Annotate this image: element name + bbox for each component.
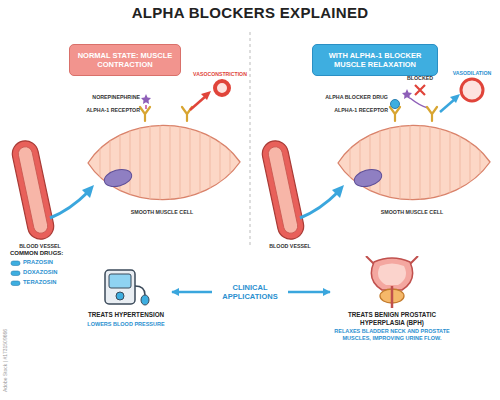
dilated-vessel-icon [461,79,483,101]
application-card: TREATS BENIGN PROSTATIC HYPERPLASIA (BPH… [330,256,454,341]
state-label: BLOCKED [407,76,433,81]
applications-hub: CLINICAL APPLICATIONS [212,281,288,303]
drug-name: DOXAZOSIN [23,270,57,276]
alpha-receptor [427,107,437,121]
constricted-vessel-icon [215,81,229,95]
prostate-icon [391,286,394,308]
effect-label: VASOCONSTRICTION [193,72,247,77]
state-header: NORMAL STATE: MUSCLE CONTRACTION [69,44,181,76]
list-heading: COMMON DRUGS: [10,250,63,256]
blocked-path [410,98,428,108]
blood-pressure-monitor-icon [101,266,151,308]
header-text: WITH ALPHA-1 BLOCKER MUSCLE RELAXATION [317,51,433,69]
hub-text: CLINICAL APPLICATIONS [216,283,284,301]
right-panel-art [260,110,490,242]
part-label: ALPHA-1 RECEPTOR [86,108,140,113]
norepinephrine-molecule [141,94,151,104]
application-title: TREATS HYPERTENSION [84,311,168,319]
prostate-icon [362,256,422,308]
blood-pressure-monitor-icon [116,292,124,300]
signal-arrowhead [201,91,211,100]
panel-divider [250,32,251,245]
part-label: ALPHA-1 RECEPTOR [334,108,388,113]
alpha-receptor [140,107,150,121]
part-label: ALPHA BLOCKER DRUG [325,95,388,100]
drug-name: PRAZOSIN [23,260,53,266]
application-title: TREATS BENIGN PROSTATIC HYPERPLASIA (BPH… [334,311,450,326]
pill-icon [11,271,20,276]
pill-icon [11,261,20,266]
part-label: SMOOTH MUSCLE CELL [131,210,193,215]
part-label: BLOOD VESSEL [269,244,311,249]
signal-arrowhead [450,94,460,103]
effect-label: VASODILATION [453,71,491,76]
part-label: SMOOTH MUSCLE CELL [381,210,443,215]
blood-pressure-monitor-icon [141,295,149,305]
application-detail: LOWERS BLOOD PRESSURE [84,321,168,328]
diagram-title: ALPHA BLOCKERS EXPLAINED [0,5,500,20]
left-panel-art [10,110,240,242]
application-arrow [172,291,212,294]
prostate-icon [371,258,412,290]
prostate-icon [334,256,450,308]
prostate-icon [378,264,406,286]
drug-name: TERAZOSIN [23,280,57,286]
signal-arrow [190,96,206,110]
blood-pressure-monitor-icon [135,286,145,295]
part-label: NOREPINEPHRINE [92,95,140,100]
part-label: BLOOD VESSEL [19,244,61,249]
blocker-drug-molecule [391,100,400,109]
application-card: TREATS HYPERTENSION LOWERS BLOOD PRESSURE [80,266,172,327]
header-text: NORMAL STATE: MUSCLE CONTRACTION [74,51,176,69]
pill-icon [11,281,20,286]
signal-arrow [440,99,455,112]
blocked-cross [415,85,425,95]
alpha-receptor [390,107,400,121]
blood-pressure-monitor-icon [105,270,135,304]
application-arrow [288,291,330,294]
watermark: Adobe Stock | #1731509666 [3,329,8,392]
blood-pressure-monitor-icon [109,274,131,288]
binding-arrow [145,105,147,109]
application-detail: RELAXES BLADDER NECK AND PROSTATE MUSCLE… [334,328,450,341]
blood-pressure-monitor-icon [84,266,168,308]
state-header: WITH ALPHA-1 BLOCKER MUSCLE RELAXATION [312,44,438,76]
